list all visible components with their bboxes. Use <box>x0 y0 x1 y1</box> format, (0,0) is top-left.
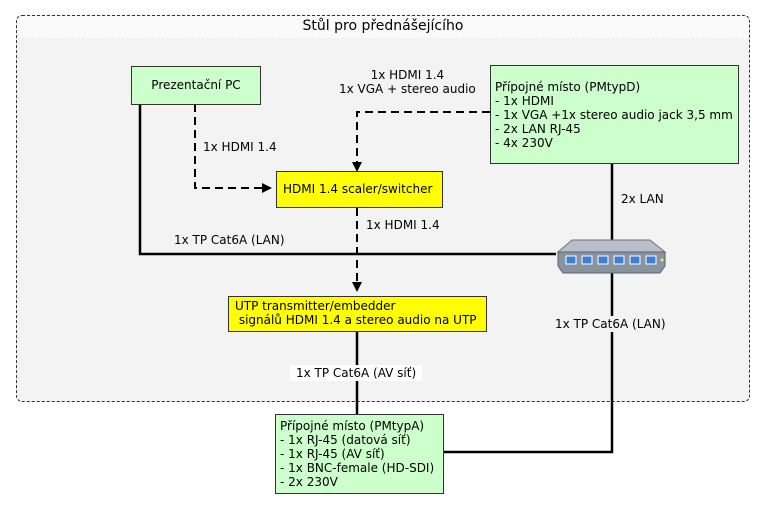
label-utp-pmtypa: 1x TP Cat6A (AV síť) <box>290 365 423 381</box>
edge-pmtypd-scaler <box>352 111 490 172</box>
node-pmtypa: Přípojné místo (PMtypA) - 1x RJ-45 (dato… <box>275 414 444 494</box>
node-hdmi-scaler-switcher: HDMI 1.4 scaler/switcher <box>276 171 443 208</box>
group-title: Stůl pro přednášejícího <box>302 18 464 34</box>
label-scaler-utp: 1x HDMI 1.4 <box>366 218 440 232</box>
node-presentation-pc: Prezentační PC <box>131 66 261 105</box>
label-pmtypd-scaler: 1x HDMI 1.4 1x VGA + stereo audio <box>339 68 476 96</box>
edge-switch-pmtypa <box>444 272 614 454</box>
network-switch-icon <box>556 239 667 274</box>
label-pc-switch: 1x TP Cat6A (LAN) <box>174 233 285 247</box>
label-pmtypd-switch: 2x LAN <box>621 192 664 206</box>
label-switch-pmtypa: 1x TP Cat6A (LAN) <box>553 316 668 332</box>
label-pc-scaler: 1x HDMI 1.4 <box>203 140 277 154</box>
node-pmtypd: Přípojné místo (PMtypD) - 1x HDMI - 1x V… <box>490 65 739 164</box>
edge-pc-switch <box>138 104 556 256</box>
group-header: Stůl pro přednášejícího <box>17 16 749 39</box>
edge-pc-scaler <box>194 104 272 193</box>
node-utp-transmitter: UTP transmitter/embedder signálů HDMI 1.… <box>228 296 487 332</box>
